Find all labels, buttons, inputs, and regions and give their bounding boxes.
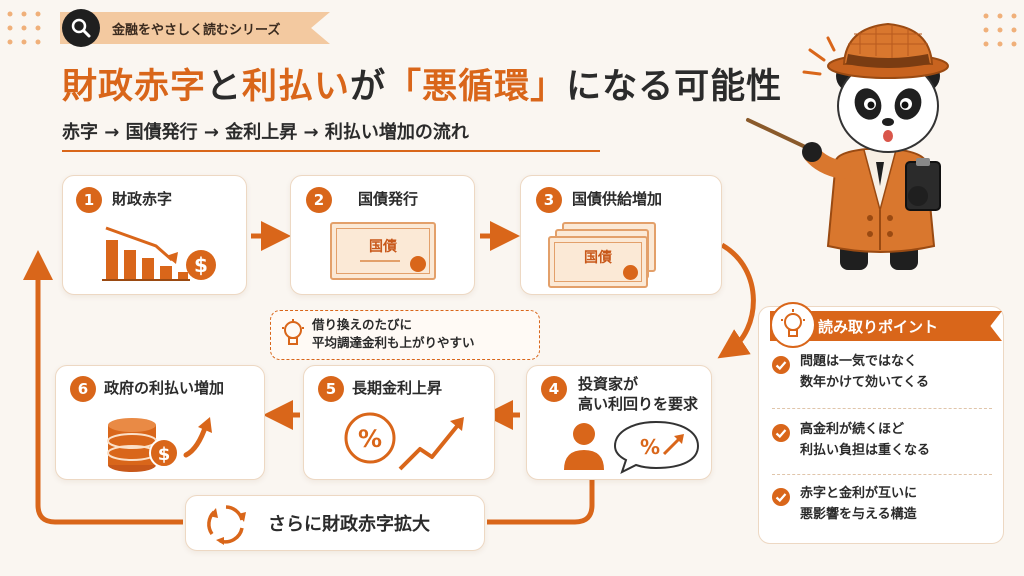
note-line-2: 平均調達金利も上がりやすい <box>312 335 475 351</box>
title-possibility: になる可能性 <box>566 67 783 107</box>
reading-point-3-line-2: 悪影響を与える構造 <box>800 506 917 522</box>
svg-text:$: $ <box>158 444 171 465</box>
decorative-dots-top-right <box>983 13 1017 47</box>
loop-box <box>185 495 485 551</box>
points-divider <box>772 408 992 409</box>
lightbulb-icon <box>282 319 304 345</box>
declining-bar-chart-icon <box>102 226 190 281</box>
note-text: 借り換えのたびに 平均調達金利も上がりやすい <box>312 316 475 352</box>
svg-text:%: % <box>358 425 382 453</box>
arrow-3-to-4 <box>717 242 756 359</box>
sparkle-lines <box>802 36 836 76</box>
reading-point-1: 問題は一気ではなく 数年かけて効いてくる <box>800 352 929 394</box>
title-deficit: 財政赤字 <box>62 67 207 107</box>
reading-point-2: 高金利が続くほど 利払い負担は重くなる <box>800 420 930 462</box>
step-number-6: 6 <box>70 376 96 402</box>
dollar-coin-icon: $ <box>186 250 216 280</box>
step-number-5: 5 <box>318 376 344 402</box>
percent-rising-icon: % <box>344 412 464 471</box>
step-label-4: 投資家が 高い利回りを要求 <box>578 374 698 415</box>
loop-label: さらに財政赤字拡大 <box>268 514 430 535</box>
page-title: 財政赤字と利払いが「悪循環」になる可能性 <box>62 58 782 109</box>
arrow-4-to-loop <box>487 480 595 525</box>
step-number-2: 2 <box>306 187 332 213</box>
percent-speech-bubble-icon: % <box>613 420 700 474</box>
cycle-arrows-icon <box>207 505 246 545</box>
certificate-stack-text: 国債 <box>584 250 612 266</box>
svg-text:%: % <box>640 435 660 459</box>
svg-text:$: $ <box>194 253 208 277</box>
reading-point-1-line-1: 問題は一気ではなく <box>800 354 918 369</box>
reading-point-2-line-1: 高金利が続くほど <box>800 422 905 437</box>
step-label-3: 国債供給増加 <box>572 190 663 208</box>
reading-points-heading-text: 読み取りポイント <box>818 317 939 336</box>
step-number-4: 4 <box>541 376 567 402</box>
subtitle-underline <box>62 150 600 152</box>
points-divider <box>772 474 992 475</box>
certificates-stack-icon: 国債 <box>548 236 648 288</box>
step-number-3: 3 <box>536 187 562 213</box>
reading-point-3-line-1: 赤字と金利が互いに <box>800 486 918 501</box>
certificate-text: 国債 <box>369 239 397 255</box>
decorative-dots-top-left <box>7 11 41 45</box>
reading-point-1-line-2: 数年かけて効いてくる <box>800 374 929 390</box>
arrow-loop-to-1 <box>23 250 183 525</box>
certificate-icon: 国債 <box>330 222 436 280</box>
check-icon <box>772 424 790 442</box>
step-label-1: 財政赤字 <box>112 190 173 208</box>
reading-point-3: 赤字と金利が互いに 悪影響を与える構造 <box>800 484 917 526</box>
panda-detective-mascot <box>746 22 949 270</box>
search-icon <box>62 9 100 47</box>
series-tag: 金融をやさしく読むシリーズ <box>60 12 330 44</box>
page-subtitle: 赤字 → 国債発行 → 金利上昇 → 利払い増加の流れ <box>62 122 469 143</box>
title-to: と <box>206 67 243 107</box>
title-ga: が <box>350 67 387 107</box>
lightbulb-icon <box>781 309 805 337</box>
reading-point-2-line-2: 利払い負担は重くなる <box>800 442 931 458</box>
check-icon <box>772 488 790 506</box>
investor-person-icon <box>564 423 604 470</box>
step-label-6: 政府の利払い増加 <box>104 379 225 397</box>
series-label: 金融をやさしく読むシリーズ <box>112 22 281 38</box>
check-icon <box>772 356 790 374</box>
lightbulb-badge <box>770 302 816 348</box>
step-number-1: 1 <box>76 187 102 213</box>
step-label-2: 国債発行 <box>358 190 419 208</box>
note-line-1: 借り換えのたびに <box>312 317 413 332</box>
title-interest: 利払い <box>242 67 351 107</box>
step-label-4-line-1: 投資家が <box>578 375 639 393</box>
refinance-note <box>270 310 540 360</box>
step-label-4-line-2: 高い利回りを要求 <box>578 395 699 414</box>
step-label-5: 長期金利上昇 <box>352 379 443 397</box>
title-vicious-cycle: 「悪循環」 <box>386 67 567 107</box>
coin-stack-icon: $ <box>107 417 212 472</box>
